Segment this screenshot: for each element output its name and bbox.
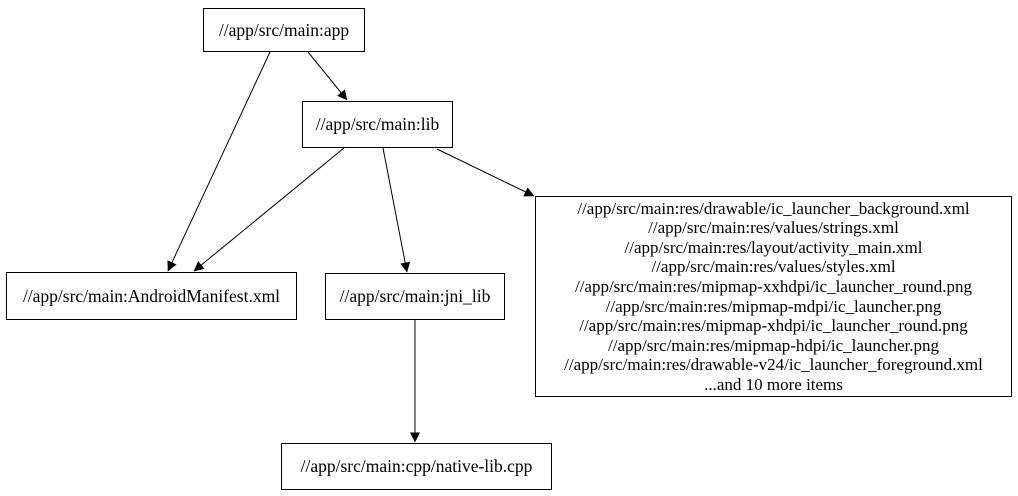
res-item: //app/src/main:res/mipmap-xhdpi/ic_launc… xyxy=(579,316,968,336)
node-res-group: //app/src/main:res/drawable/ic_launcher_… xyxy=(535,196,1012,397)
node-jni-lib: //app/src/main:jni_lib xyxy=(325,273,505,320)
node-android-manifest-label: //app/src/main:AndroidManifest.xml xyxy=(22,285,281,306)
res-item: //app/src/main:res/mipmap-xxhdpi/ic_laun… xyxy=(574,276,973,296)
node-app: //app/src/main:app xyxy=(203,8,365,52)
res-item: //app/src/main:res/values/styles.xml xyxy=(651,257,896,277)
edge-lib-to-androidmanifest xyxy=(193,147,345,272)
node-app-label: //app/src/main:app xyxy=(218,19,350,40)
res-item: //app/src/main:res/drawable/ic_launcher_… xyxy=(577,198,970,218)
node-jni-lib-label: //app/src/main:jni_lib xyxy=(339,286,491,306)
res-more-items: ...and 10 more items xyxy=(704,374,843,394)
edge-lib-to-jni-lib xyxy=(382,147,411,273)
res-item: //app/src/main:res/mipmap-mdpi/ic_launch… xyxy=(605,296,942,316)
node-native-lib-cpp: //app/src/main:cpp/native-lib.cpp xyxy=(281,443,552,490)
node-lib-label: //app/src/main:lib xyxy=(315,114,440,134)
edge-app-to-androidmanifest xyxy=(167,51,271,272)
node-lib: //app/src/main:lib xyxy=(302,101,453,148)
res-item: //app/src/main:res/mipmap-hdpi/ic_launch… xyxy=(608,335,939,355)
edge-app-to-lib xyxy=(307,51,348,101)
res-item: //app/src/main:res/layout/activity_main.… xyxy=(624,237,923,257)
res-item: //app/src/main:res/values/strings.xml xyxy=(648,218,899,238)
edge-lib-to-res-group xyxy=(436,148,535,197)
res-item: //app/src/main:res/drawable-v24/ic_launc… xyxy=(564,355,983,375)
node-android-manifest: //app/src/main:AndroidManifest.xml xyxy=(6,272,297,320)
node-native-lib-cpp-label: //app/src/main:cpp/native-lib.cpp xyxy=(300,456,533,476)
